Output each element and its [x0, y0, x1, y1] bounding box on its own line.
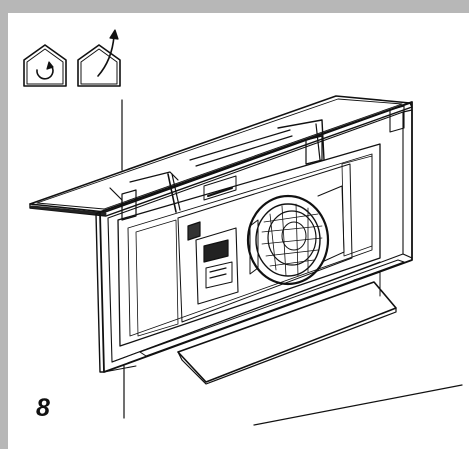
- step-number: 8: [36, 394, 50, 422]
- control-board: [187, 175, 239, 305]
- extraction-mode-icon: [77, 29, 121, 87]
- frame-top-border: [0, 0, 469, 13]
- wall-lines: [121, 99, 463, 426]
- fan-motor: [177, 163, 353, 323]
- underside-tray: [177, 271, 397, 385]
- hinges: [121, 105, 405, 221]
- hood-cavity: [117, 143, 381, 347]
- recirculation-mode-icon: [23, 44, 67, 87]
- hood-body: [95, 101, 413, 373]
- glass-lid: [29, 95, 413, 217]
- frame-left-border: [0, 0, 8, 449]
